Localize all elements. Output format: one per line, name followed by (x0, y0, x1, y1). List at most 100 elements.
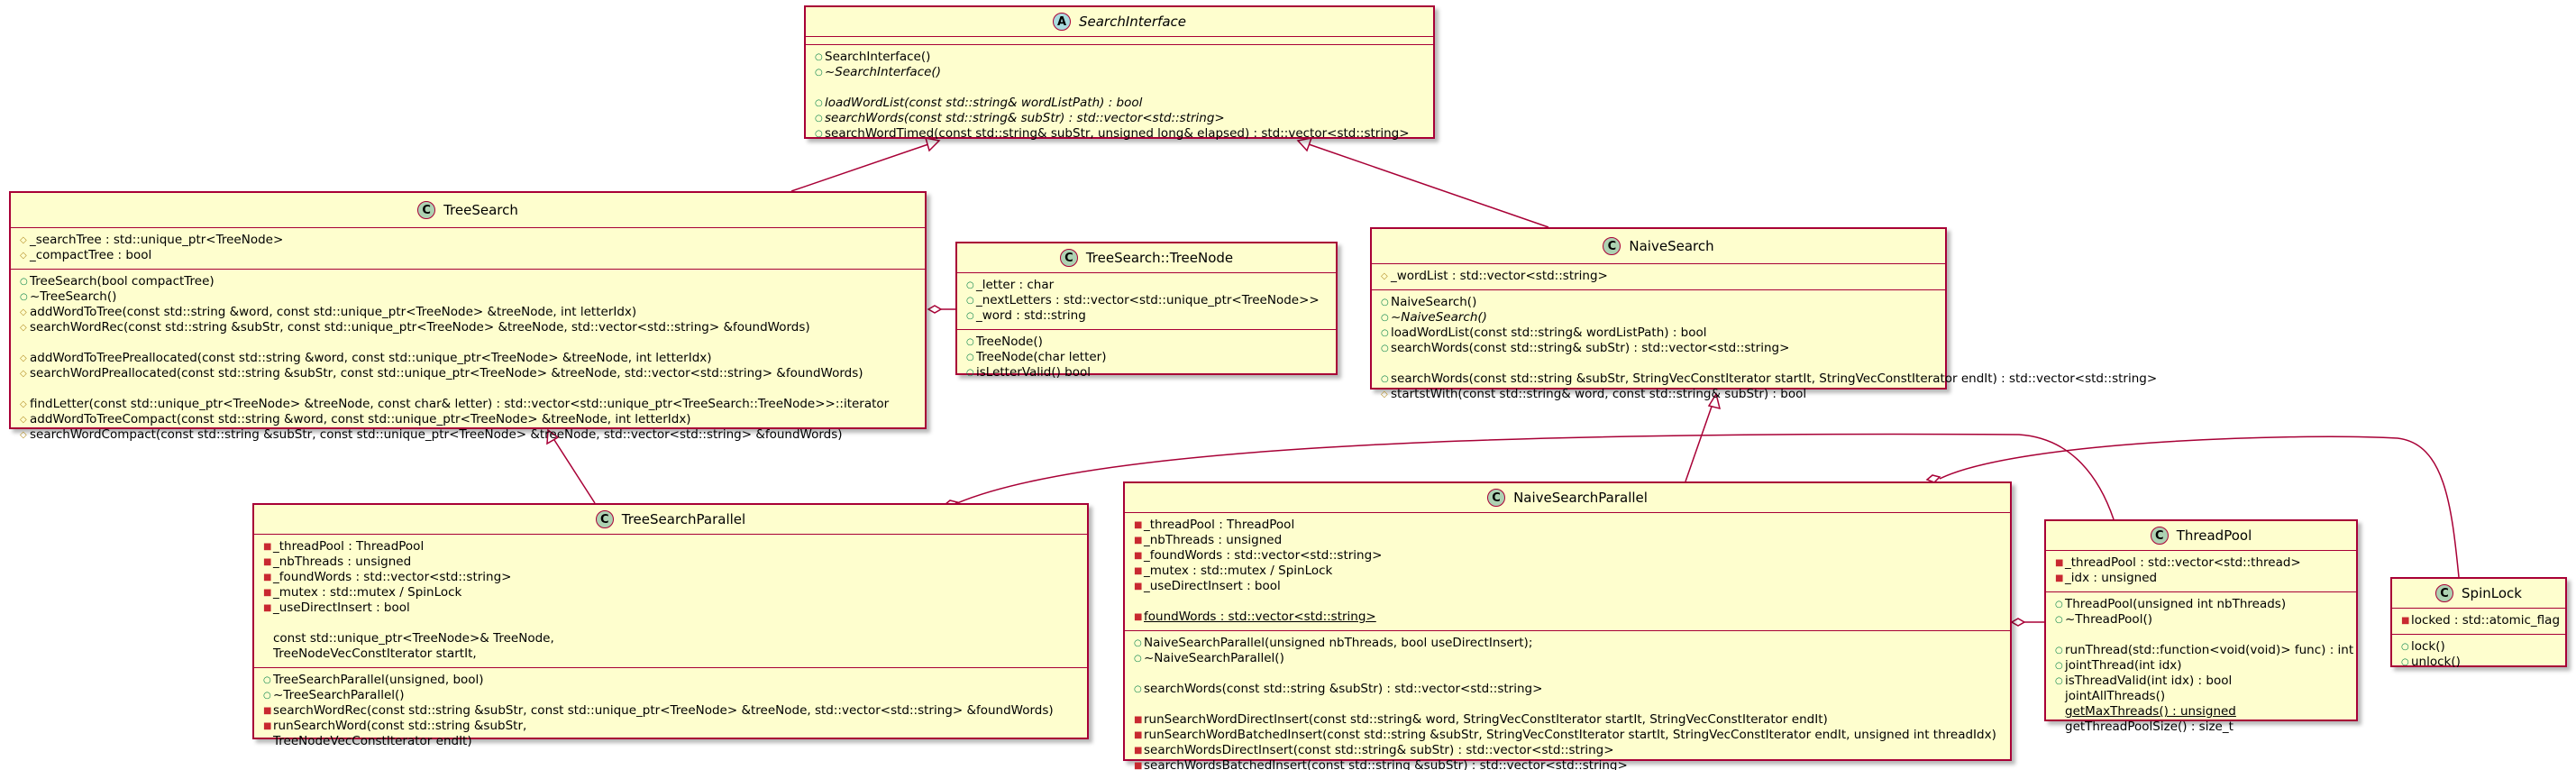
method-row: ○NaiveSearch() (1381, 295, 1936, 310)
class-tree-search[interactable]: C TreeSearch ◇_searchTree : std::unique_… (9, 191, 927, 442)
attribute-row: TreeNodeVecConstIterator startIt, (263, 646, 1078, 662)
method-row: ○unlock() (2401, 655, 2556, 670)
class-naive-search[interactable]: C NaiveSearch ◇_wordList : std::vector<s… (1370, 227, 2157, 401)
methods-section: ○NaiveSearch()○~NaiveSearch()○loadWordLi… (1372, 289, 2157, 408)
member-text: loadWordList(const std::string& wordList… (1391, 325, 1707, 340)
public-visibility-icon: ○ (815, 114, 823, 124)
public-visibility-icon: ○ (1381, 374, 1389, 384)
member-text: const std::unique_ptr<TreeNode>& TreeNod… (273, 631, 554, 646)
member-text: runThread(std::function<void(void)> func… (2065, 643, 2354, 657)
inheritance-arrowhead (1707, 392, 1722, 410)
member-text: searchWords(const std::string &subStr, S… (1391, 371, 2158, 386)
member-text: _wordList : std::vector<std::string> (1391, 269, 1608, 283)
private-visibility-icon: ■ (263, 721, 272, 731)
private-visibility-icon: ■ (1134, 612, 1143, 622)
member-text: TreeSearch(bool compactTree) (30, 274, 215, 289)
protected-visibility-icon: ◇ (20, 323, 27, 333)
member-text: _compactTree : bool (30, 248, 152, 262)
private-visibility-icon: ■ (1134, 761, 1143, 770)
attributes-section: ◇_wordList : std::vector<std::string> (1372, 263, 1945, 289)
method-row: ○lock() (2401, 639, 2556, 655)
method-row: ○runThread(std::function<void(void)> fun… (2055, 643, 2353, 658)
public-visibility-icon: ○ (2055, 646, 2063, 655)
private-visibility-icon: ■ (1134, 551, 1143, 561)
public-visibility-icon: ○ (966, 280, 974, 290)
method-row: ○~ThreadPool() (2055, 612, 2347, 628)
class-name: TreeSearch::TreeNode (1085, 249, 1234, 266)
method-row: jointAllThreads() (2055, 689, 2347, 704)
generalization-naivesearch-to-searchinterface (1308, 143, 1549, 228)
member-text: loadWordList(const std::string& wordList… (825, 96, 1143, 110)
methods-section: ○TreeNode()○TreeNode(char letter)○isLett… (957, 329, 1336, 386)
class-thread-pool[interactable]: C ThreadPool ■_threadPool : std::vector<… (2044, 519, 2358, 734)
attributes-section: ○_letter : char○_nextLetters : std::vect… (957, 272, 1336, 329)
method-row: ◇findLetter(const std::unique_ptr<TreeNo… (20, 397, 916, 412)
member-text: _nbThreads : unsigned (1144, 533, 1283, 547)
generalization-treesearch-to-searchinterface (790, 143, 929, 192)
generalization-treesearchparallel-to-treesearch (553, 439, 596, 504)
method-row: TreeNodeVecConstIterator endIt) (263, 734, 1078, 749)
private-visibility-icon: ■ (1134, 746, 1143, 756)
method-row: ○searchWords(const std::string &subStr) … (1134, 682, 2001, 697)
member-text: searchWords(const std::string& subStr) :… (1391, 341, 1790, 355)
method-row: ○searchWords(const std::string &subStr, … (1381, 371, 2157, 387)
member-text: startstWith(const std::string& word, con… (1391, 387, 1807, 401)
private-visibility-icon: ■ (1134, 536, 1143, 545)
protected-visibility-icon: ◇ (20, 353, 27, 363)
method-row: ■searchWordsBatchedInsert(const std::str… (1134, 758, 2001, 770)
class-search-interface[interactable]: A SearchInterface ○ SearchInterface()○~Se… (804, 5, 1435, 141)
blank-line (20, 381, 916, 397)
member-text: _threadPool : ThreadPool (1144, 518, 1295, 532)
attribute-row: ■_threadPool : ThreadPool (1134, 518, 2001, 533)
class-tree-search-parallel[interactable]: C TreeSearchParallel ■_threadPool : Thre… (252, 503, 1089, 748)
attribute-row: ■_idx : unsigned (2055, 571, 2347, 586)
class-spin-lock[interactable]: C SpinLock ■locked : std::atomic_flag ○l… (2390, 577, 2567, 670)
class-name: SearchInterface (1078, 13, 1187, 30)
private-visibility-icon: ■ (1134, 520, 1143, 530)
abstract-class-badge-icon: A (1052, 13, 1071, 31)
public-visibility-icon: ○ (2055, 615, 2063, 625)
attribute-row: ■_threadPool : ThreadPool (263, 539, 1078, 555)
inheritance-arrowhead (546, 428, 560, 445)
member-text: SearchInterface() (825, 50, 931, 64)
member-text: _word : std::string (976, 308, 1086, 323)
method-row: ■searchWordRec(const std::string &subStr… (263, 703, 1078, 719)
class-header: C ThreadPool (2046, 521, 2356, 550)
protected-visibility-icon: ◇ (20, 251, 27, 261)
methods-section: ○ThreadPool(unsigned int nbThreads)○~Thr… (2046, 591, 2356, 740)
private-visibility-icon: ■ (263, 573, 272, 582)
protected-visibility-icon: ◇ (1381, 390, 1388, 399)
aggregation-diamond (2010, 618, 2026, 627)
generalization-naivesearchparallel-to-naivesearch (1685, 403, 1713, 482)
methods-section: ○SearchInterface()○~SearchInterface()○lo… (806, 44, 1433, 147)
member-text: _nbThreads : unsigned (273, 555, 412, 569)
attribute-row: ○_nextLetters : std::vector<std::unique_… (966, 293, 1327, 308)
attribute-row: ■_useDirectInsert : bool (263, 600, 1078, 616)
class-header: C NaiveSearch (1372, 229, 1945, 263)
blank-line (2055, 628, 2347, 643)
member-text: NaiveSearchParallel(unsigned nbThreads, … (1144, 636, 1533, 650)
inheritance-arrowhead (924, 137, 941, 152)
class-name: NaiveSearch (1629, 237, 1714, 254)
member-text: ~TreeSearchParallel() (273, 688, 405, 702)
protected-visibility-icon: ◇ (20, 399, 27, 409)
public-visibility-icon: ○ (20, 292, 28, 302)
class-tree-node[interactable]: C TreeSearch::TreeNode ○_letter : char○_… (955, 242, 1338, 380)
member-text: NaiveSearch() (1391, 295, 1477, 309)
public-visibility-icon: ○ (1134, 638, 1142, 648)
methods-section: ○TreeSearch(bool compactTree)○~TreeSearc… (11, 269, 925, 448)
public-visibility-icon: ○ (2401, 642, 2409, 652)
method-row: ■searchWordsDirectInsert(const std::stri… (1134, 743, 2001, 758)
attribute-row: ◇_compactTree : bool (20, 248, 916, 263)
attribute-row: ■foundWords : std::vector<std::string> (1134, 610, 2001, 625)
member-text: searchWordRec(const std::string &subStr,… (273, 703, 1054, 718)
private-visibility-icon: ■ (1134, 730, 1143, 740)
member-text: ThreadPool(unsigned int nbThreads) (2065, 597, 2287, 611)
member-text: jointThread(int idx) (2065, 658, 2182, 673)
public-visibility-icon: ○ (2055, 676, 2063, 686)
member-text: _useDirectInsert : bool (273, 600, 410, 615)
method-row: ○~SearchInterface() (815, 65, 1424, 80)
member-text: searchWords(const std::string &subStr) :… (1144, 682, 1543, 696)
class-naive-search-parallel[interactable]: C NaiveSearchParallel ■_threadPool : Thr… (1123, 481, 2012, 770)
